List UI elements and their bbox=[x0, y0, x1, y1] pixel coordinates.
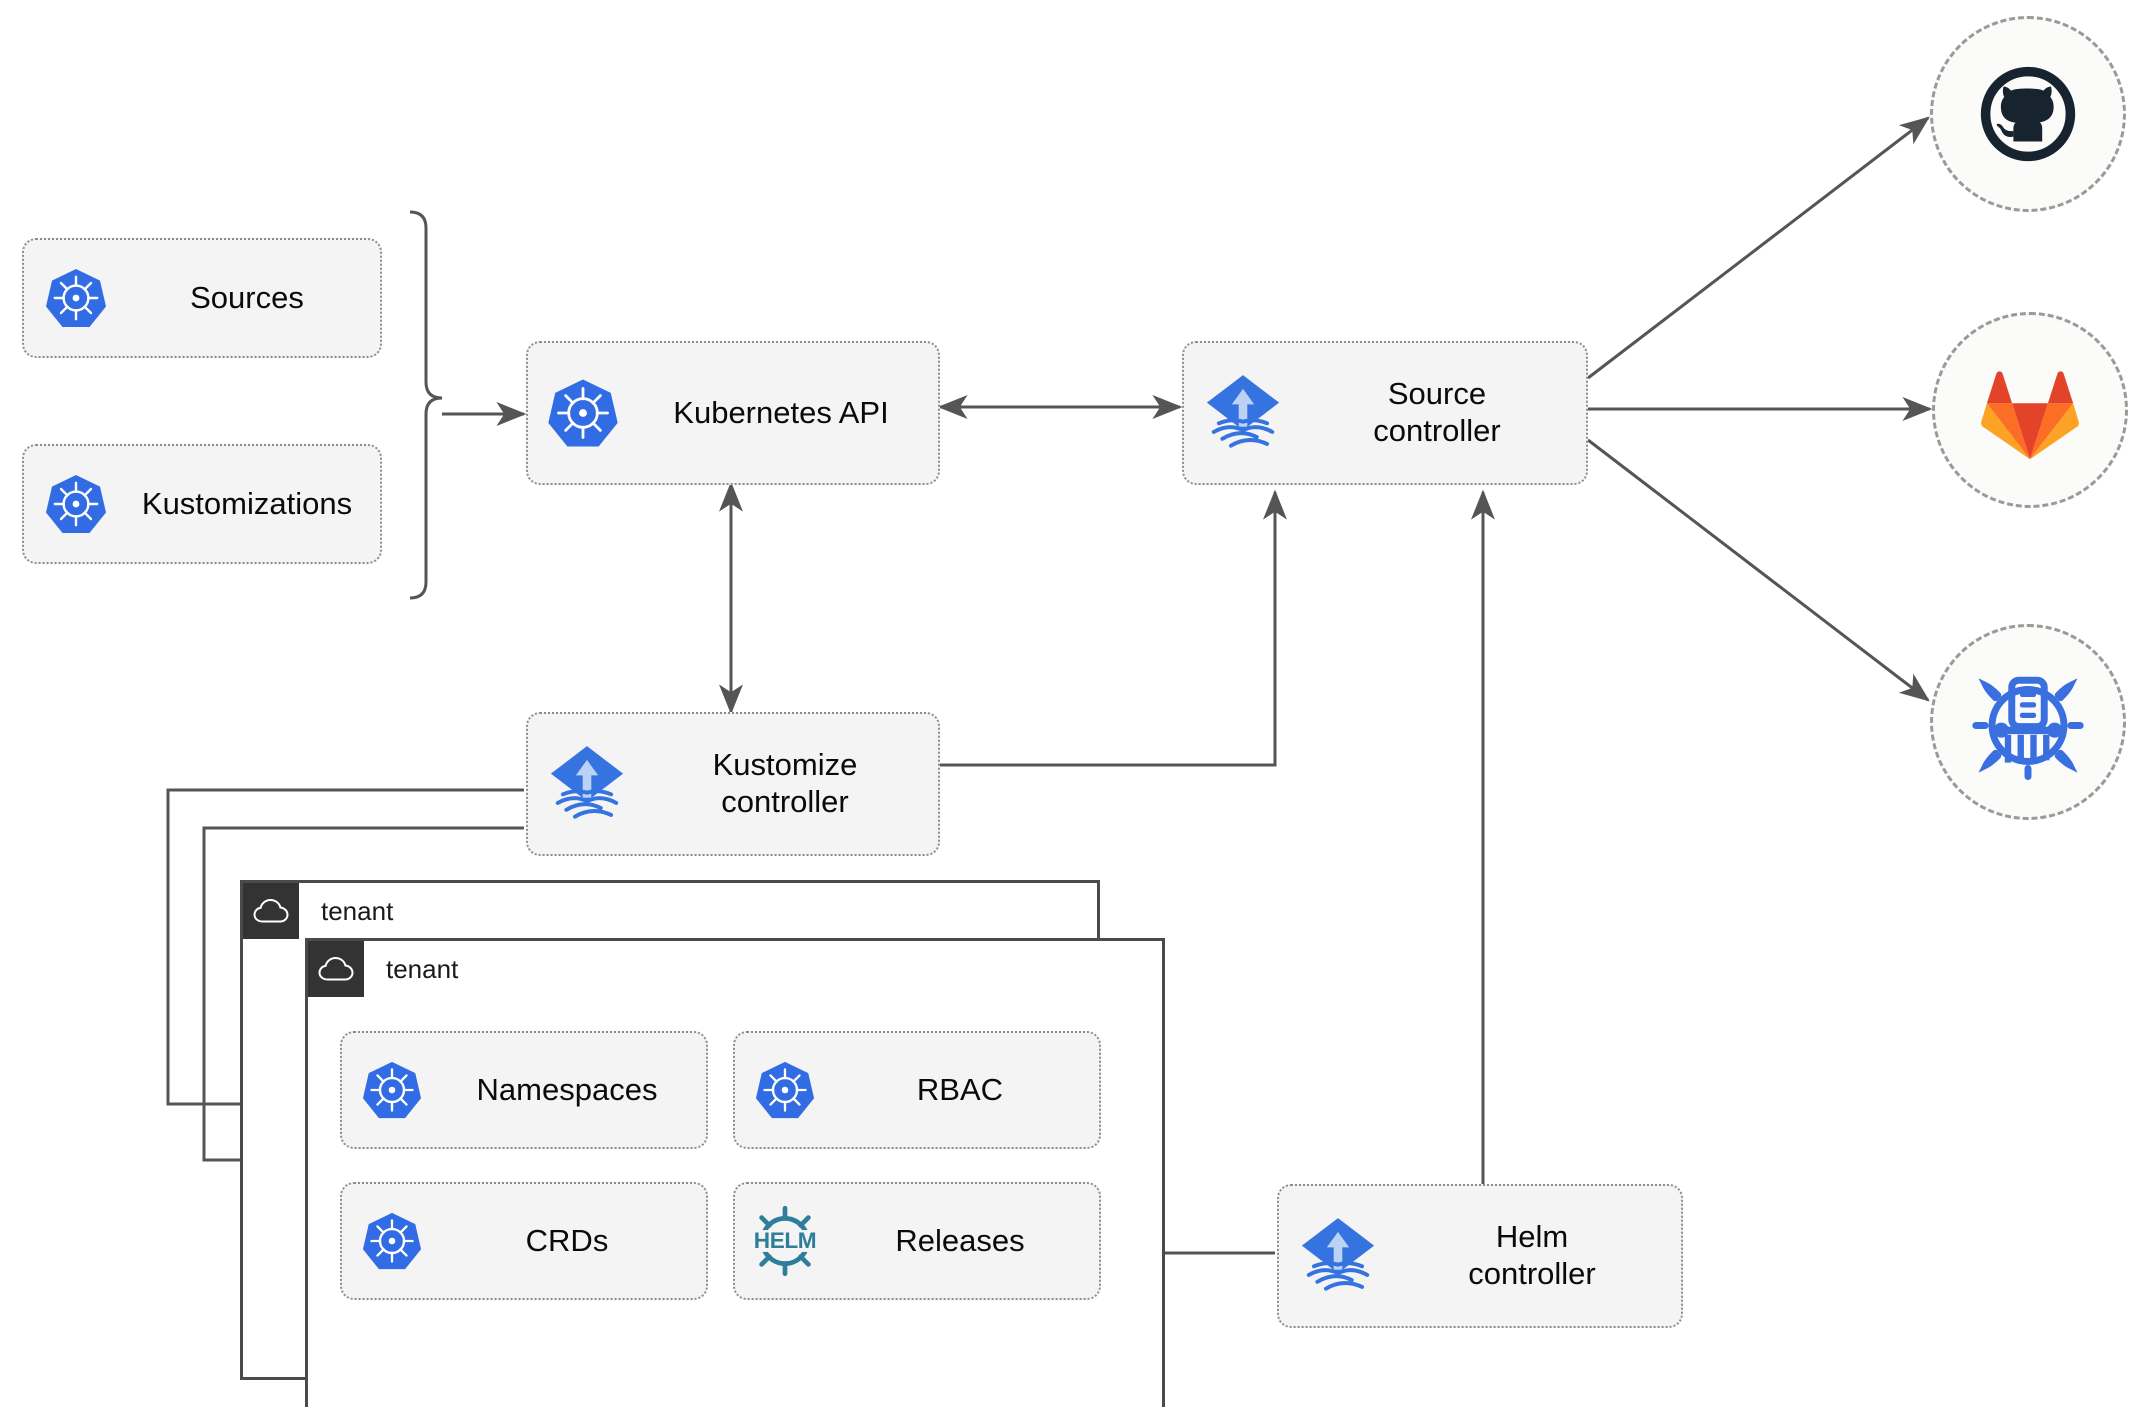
kubernetes-icon bbox=[24, 472, 128, 536]
provider-github[interactable] bbox=[1930, 16, 2126, 212]
provider-gitlab[interactable] bbox=[1932, 312, 2128, 508]
node-label: Helm controller bbox=[1468, 1219, 1596, 1291]
node-kustomizations[interactable]: Kustomizations bbox=[22, 444, 382, 564]
github-icon bbox=[1980, 66, 2076, 162]
kubernetes-icon bbox=[528, 376, 638, 450]
gitlab-icon bbox=[1981, 371, 2079, 460]
harbor-icon bbox=[1972, 676, 2084, 780]
node-kustomize-controller[interactable]: Kustomize controller bbox=[526, 712, 940, 856]
wire-kustomize-to-tenant-inner bbox=[166, 788, 524, 1116]
node-label: Source controller bbox=[1373, 376, 1501, 448]
node-crds[interactable]: CRDs bbox=[340, 1182, 708, 1300]
node-label: Releases bbox=[895, 1222, 1025, 1258]
node-kubernetes-api[interactable]: Kubernetes API bbox=[526, 341, 940, 485]
node-label: Kustomize controller bbox=[712, 747, 858, 819]
wire-kustomize-to-source bbox=[940, 489, 1287, 767]
node-label: Namespaces bbox=[476, 1071, 658, 1107]
node-label: RBAC bbox=[916, 1071, 1004, 1107]
kubernetes-icon bbox=[735, 1059, 835, 1121]
node-releases[interactable]: HELM Releases bbox=[733, 1182, 1101, 1300]
node-rbac[interactable]: RBAC bbox=[733, 1031, 1101, 1149]
flux-icon bbox=[1184, 370, 1302, 456]
flux-icon bbox=[1279, 1213, 1397, 1299]
svg-text:HELM: HELM bbox=[754, 1228, 817, 1253]
node-label: Kubernetes API bbox=[673, 394, 889, 430]
kubernetes-icon bbox=[24, 266, 128, 330]
wire-source-to-harbor bbox=[1587, 438, 1930, 702]
provider-harbor[interactable] bbox=[1930, 624, 2126, 820]
node-sources[interactable]: Sources bbox=[22, 238, 382, 358]
cloud-icon bbox=[243, 883, 299, 939]
kubernetes-icon bbox=[342, 1059, 442, 1121]
tenant-label: tenant bbox=[321, 895, 394, 926]
flux-icon bbox=[528, 741, 646, 827]
node-label: Sources bbox=[190, 279, 304, 315]
cloud-icon bbox=[308, 941, 364, 997]
helm-icon: HELM bbox=[735, 1202, 835, 1280]
tenant-label: tenant bbox=[386, 953, 459, 984]
tenant-header-outer: tenant bbox=[243, 883, 393, 939]
node-helm-controller[interactable]: Helm controller bbox=[1277, 1184, 1683, 1328]
node-label: CRDs bbox=[525, 1222, 609, 1258]
tenant-frame-inner[interactable]: tenant bbox=[305, 938, 1165, 1407]
tenant-header-inner: tenant bbox=[308, 941, 458, 997]
group-bracket bbox=[409, 210, 443, 600]
node-namespaces[interactable]: Namespaces bbox=[340, 1031, 708, 1149]
wire-source-to-github bbox=[1587, 116, 1930, 380]
kubernetes-icon bbox=[342, 1210, 442, 1272]
node-label: Kustomizations bbox=[141, 485, 353, 521]
node-source-controller[interactable]: Source controller bbox=[1182, 341, 1588, 485]
